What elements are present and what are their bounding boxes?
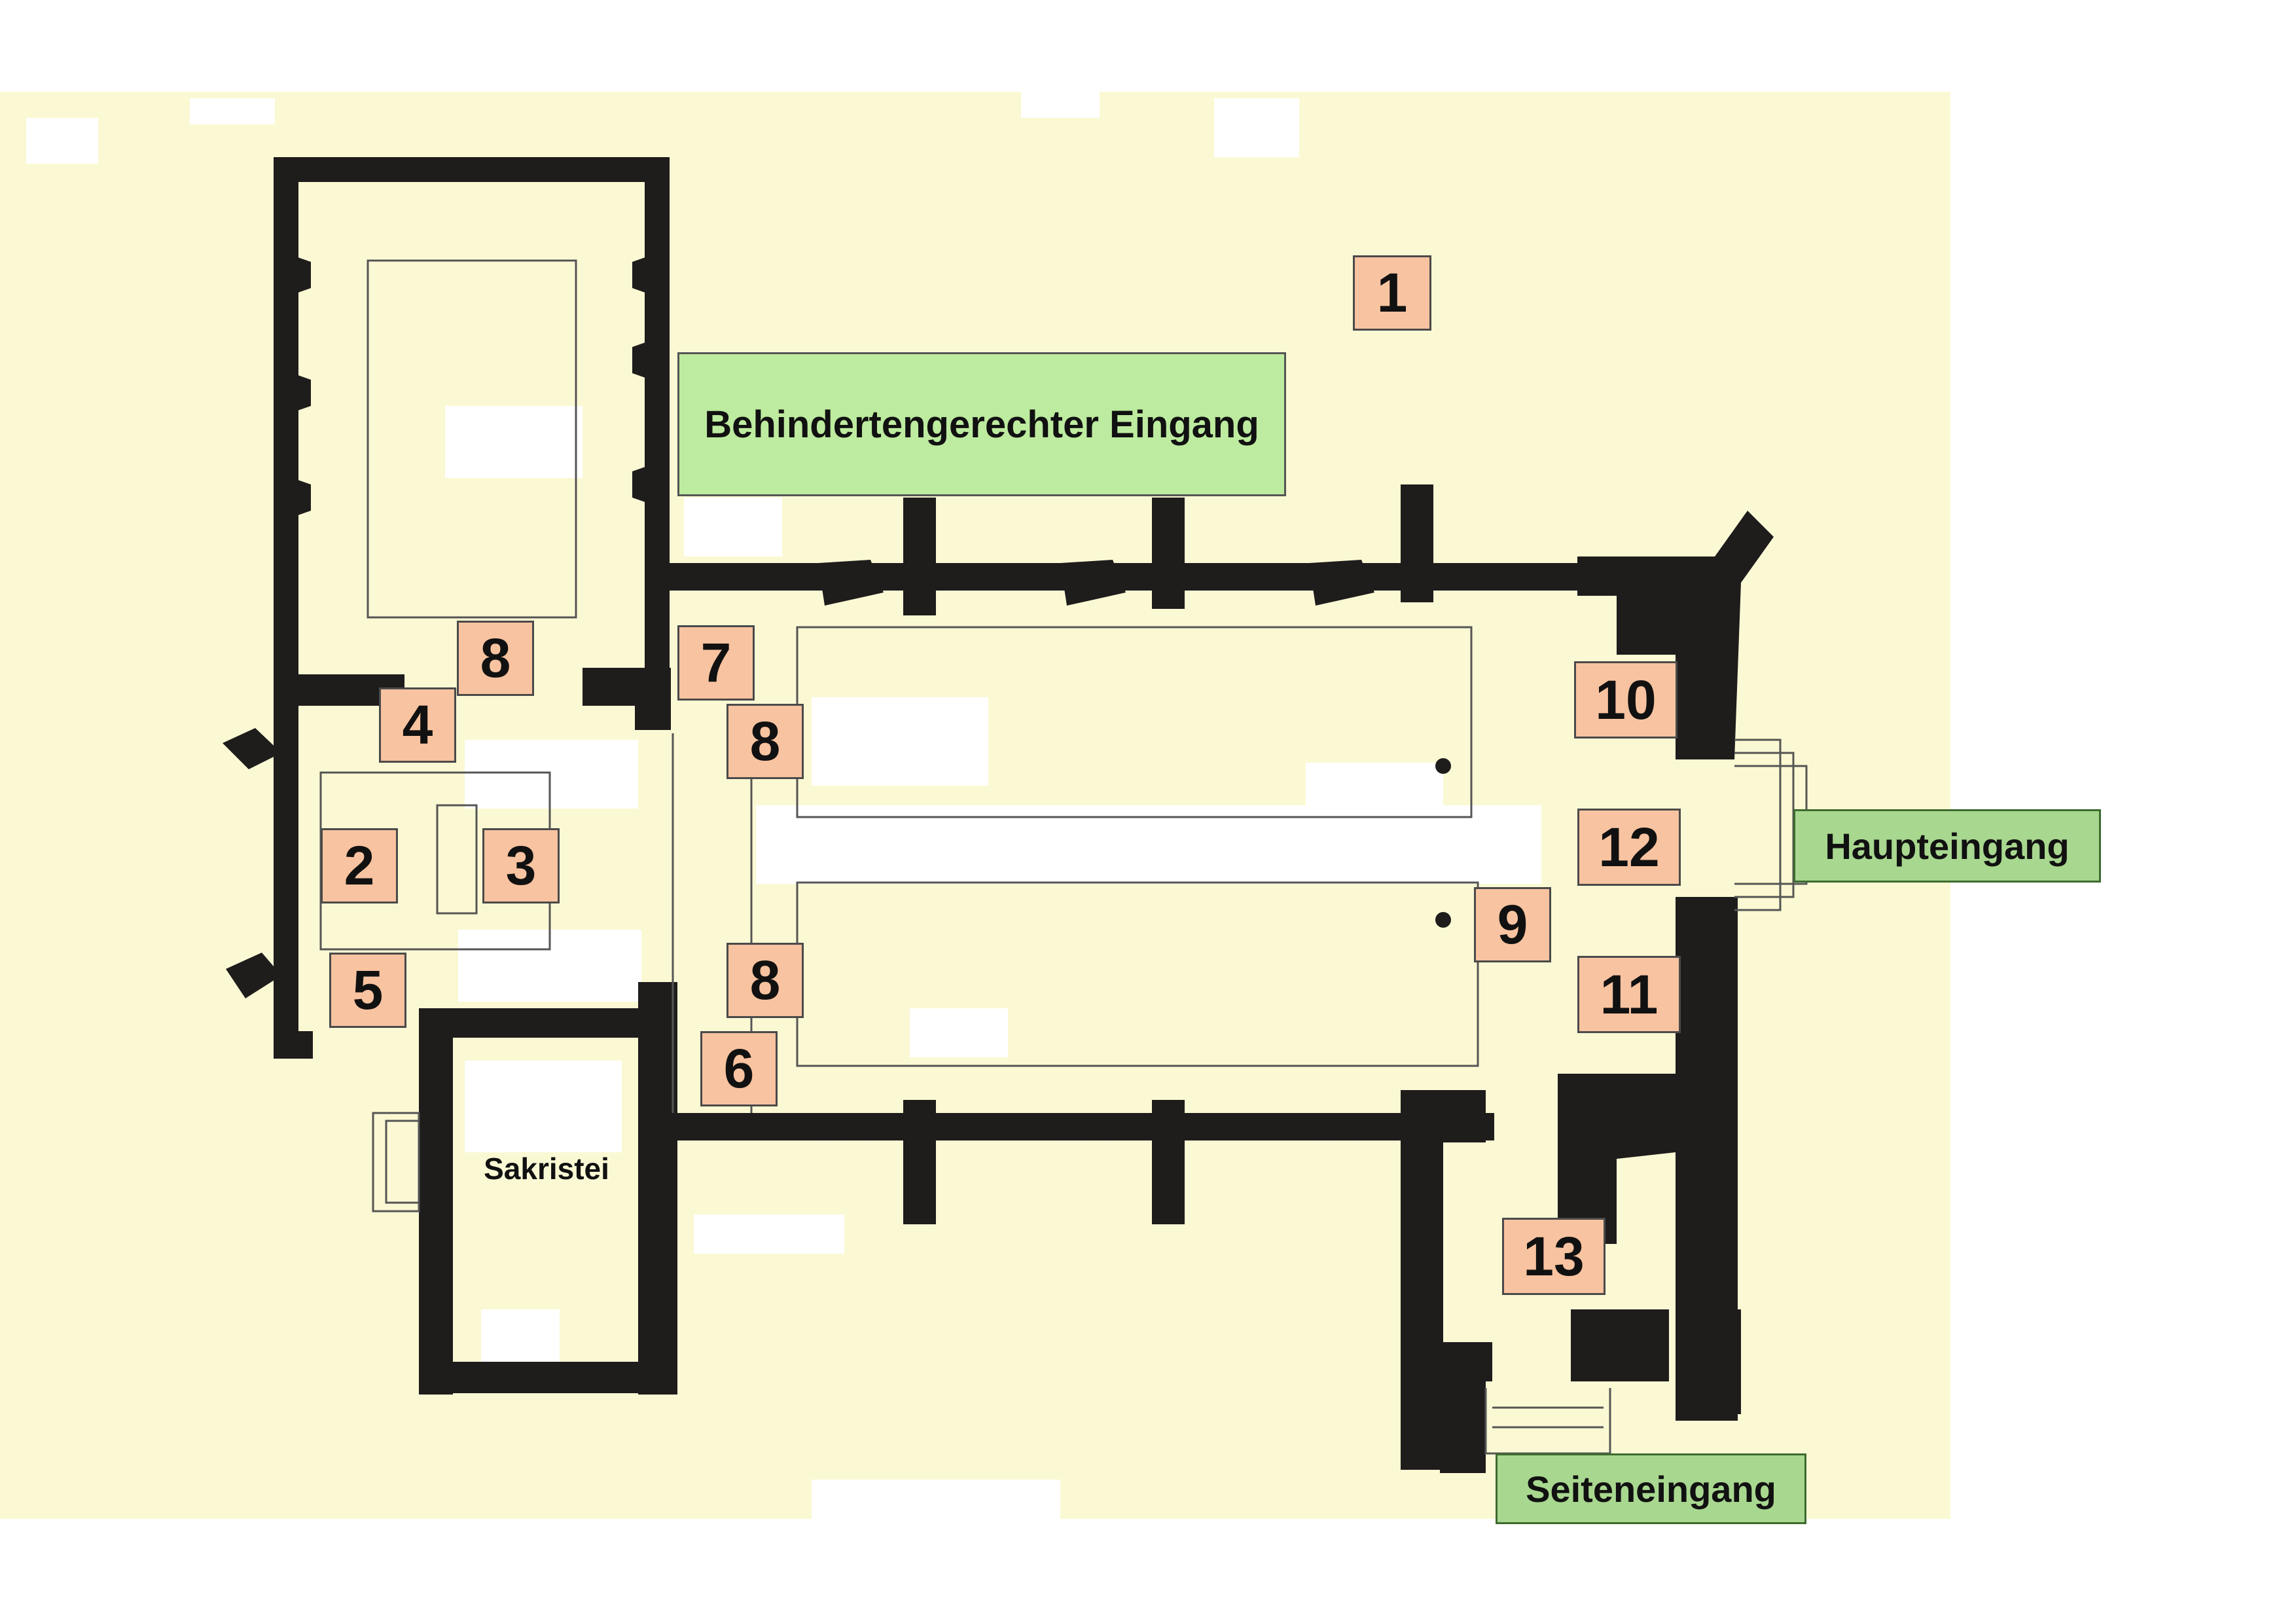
inner-lines [319, 259, 1808, 1455]
room-number-13: 13 [1502, 1218, 1605, 1295]
room-number-8-north: 8 [726, 704, 804, 779]
room-number-12: 12 [1577, 809, 1681, 886]
main-entrance-label: Haupteingang [1793, 809, 2101, 883]
side-entrance-label: Seiteneingang [1496, 1453, 1806, 1524]
walls [223, 157, 1774, 1473]
columns [1435, 758, 1451, 928]
room-number-7: 7 [677, 625, 755, 701]
room-number-11: 11 [1577, 956, 1681, 1033]
room-number-3: 3 [482, 828, 560, 903]
room-number-8-chapel: 8 [457, 621, 534, 696]
room-number-6: 6 [700, 1031, 778, 1106]
room-number-8-south: 8 [726, 943, 804, 1018]
room-number-4: 4 [379, 687, 456, 763]
room-number-9: 9 [1474, 887, 1551, 962]
room-number-1: 1 [1353, 255, 1431, 331]
accessible-entrance-label: Behindertengerechter Eingang [677, 352, 1286, 496]
sacristy-label: Sakristei [484, 1152, 609, 1186]
room-number-10: 10 [1574, 661, 1677, 739]
room-number-5: 5 [329, 953, 406, 1028]
whiteout-patches [26, 92, 1541, 1519]
room-number-2: 2 [321, 828, 398, 903]
